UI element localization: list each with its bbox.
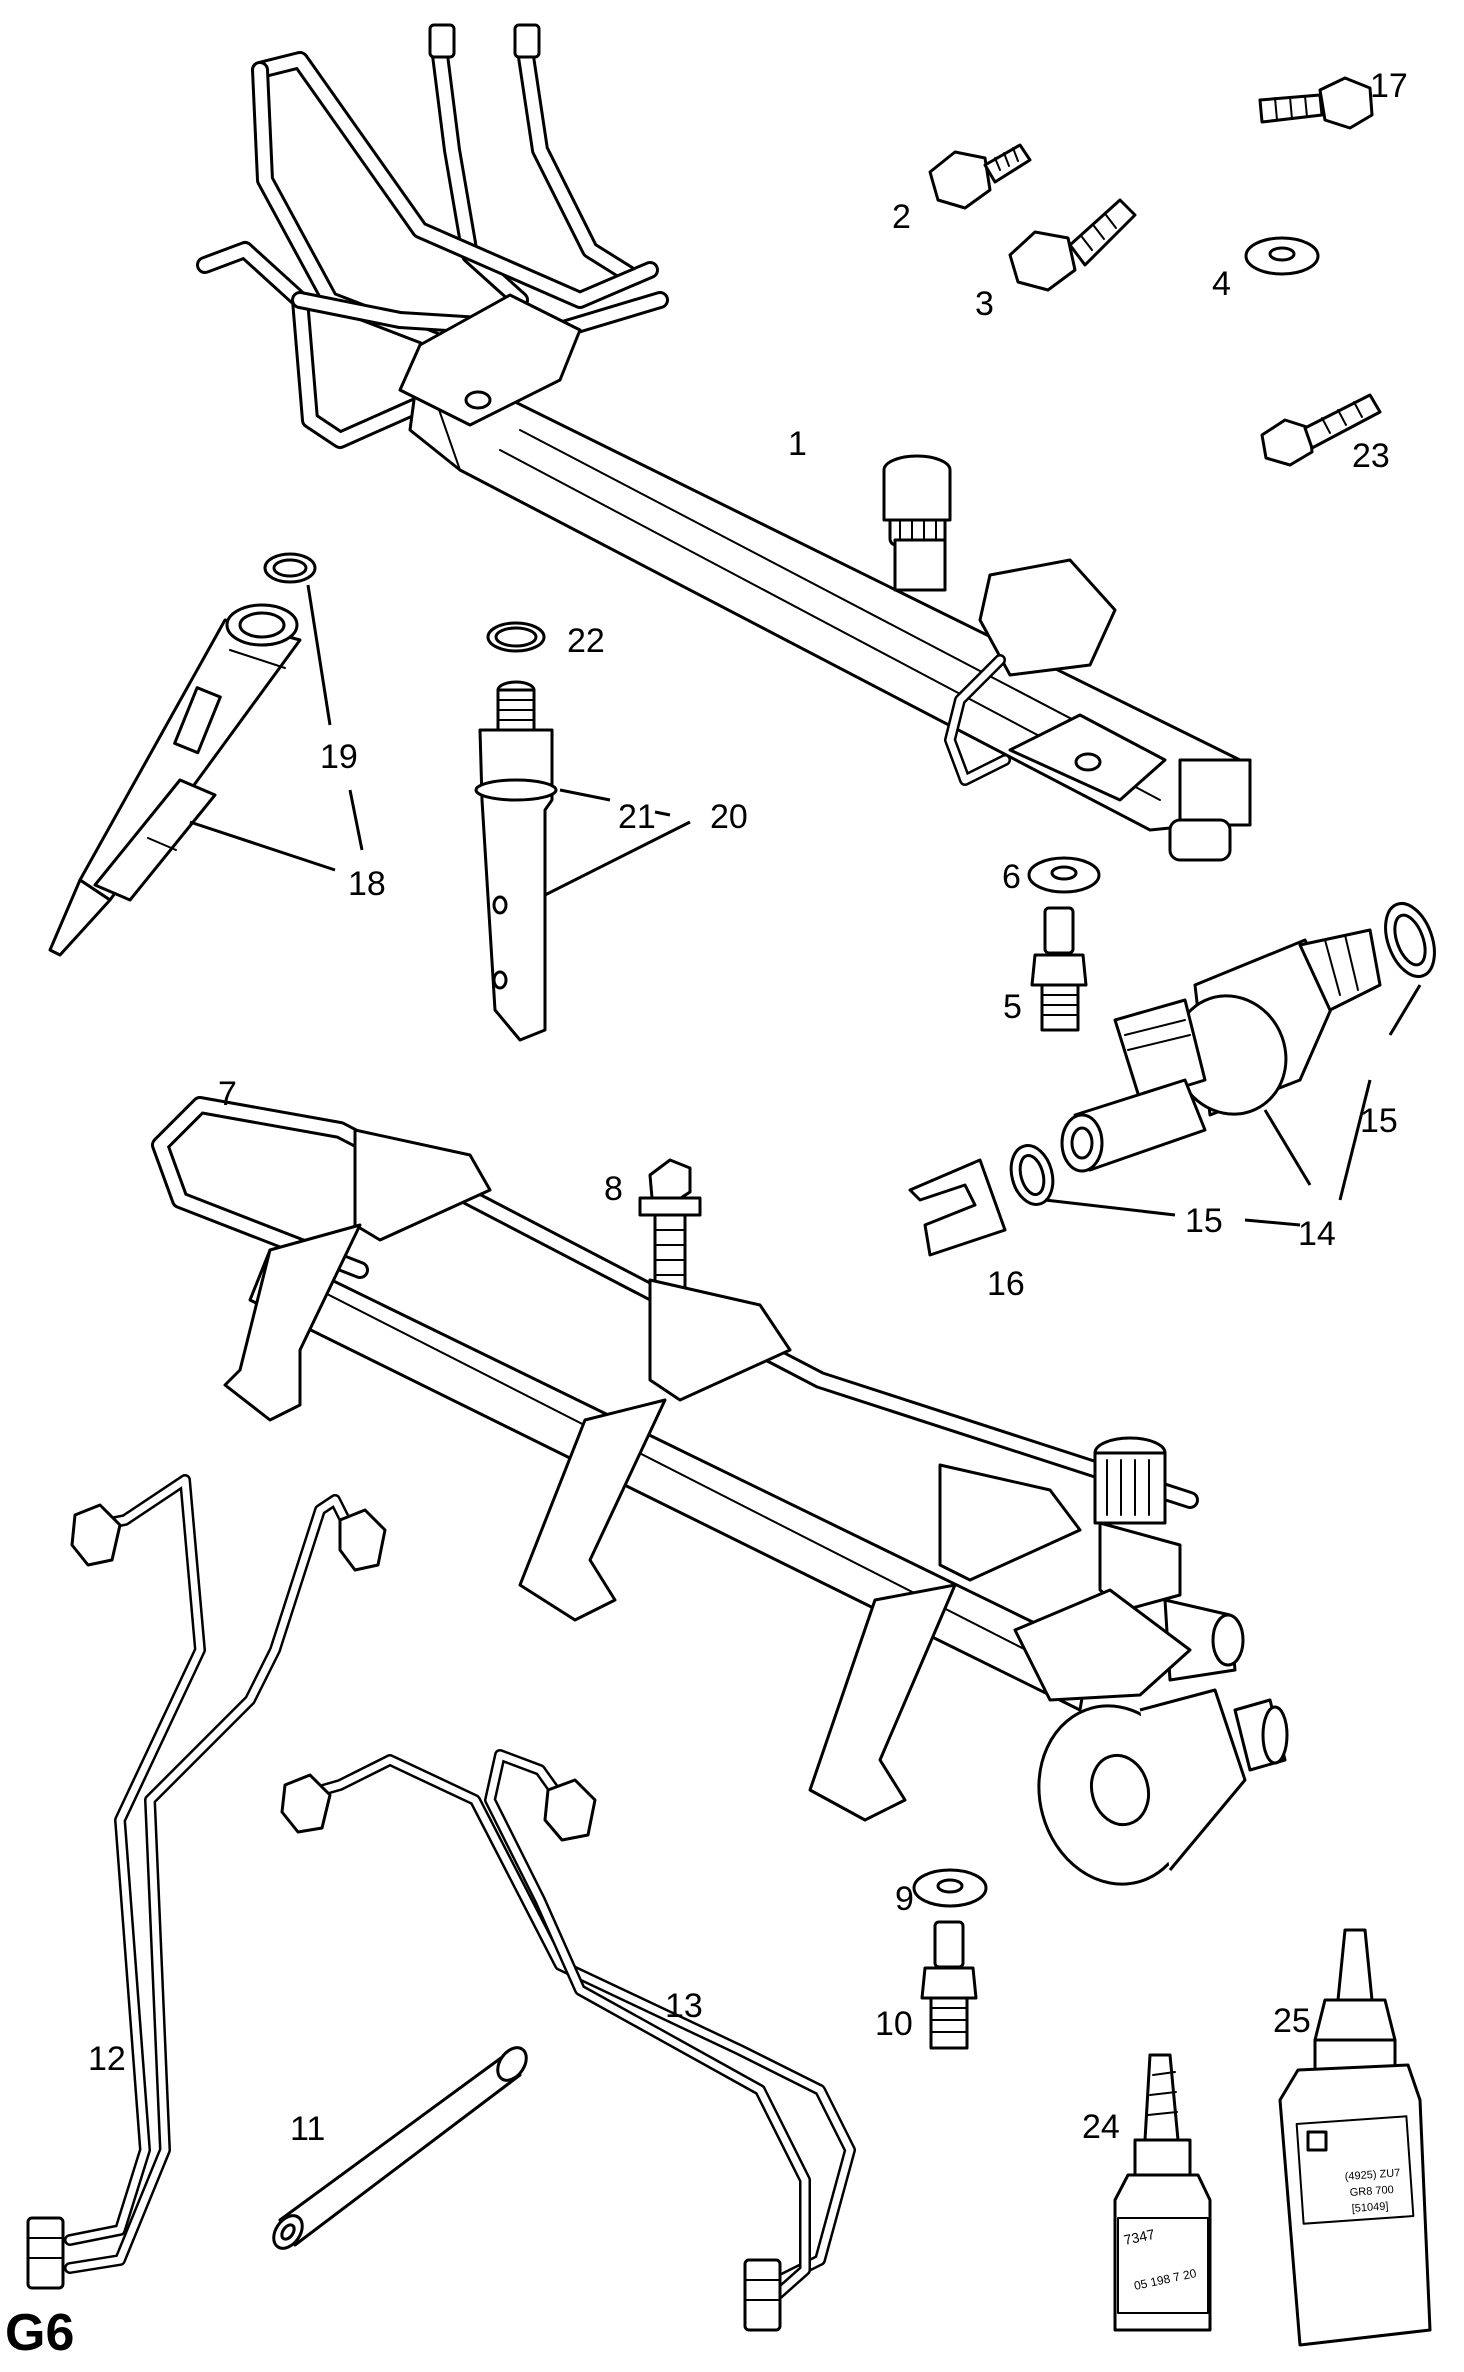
bolt-3 [1008, 198, 1137, 292]
callout-18: 18 [348, 865, 386, 903]
callouts: 1 2 3 4 5 6 7 8 9 10 11 12 13 14 15 15 1… [88, 67, 1408, 2148]
seal-22 [486, 621, 546, 653]
callout-17: 17 [1370, 67, 1408, 105]
callout-7: 7 [218, 1075, 237, 1113]
callout-24: 24 [1082, 2108, 1120, 2146]
washer-6 [1027, 856, 1101, 894]
injection-pipe-12 [26, 1474, 387, 2290]
rail-bracket-2 [518, 1278, 792, 1622]
callout-4: 4 [1212, 265, 1231, 303]
rail-bracket-3 [808, 1463, 1082, 1822]
hose-11 [272, 2046, 528, 2250]
diagram-sheet-code: G6 [5, 2304, 74, 2362]
washer-4 [1244, 236, 1320, 276]
fuel-rail-lower [151, 1096, 1289, 1886]
rail-pressure-valve-lower [1093, 1436, 1182, 1612]
callout-6: 6 [1002, 858, 1021, 896]
callout-8: 8 [604, 1170, 623, 1208]
rail-bracket-1 [223, 1128, 492, 1422]
fuel-return-tubes [196, 23, 669, 449]
injector-holder-20 [474, 680, 558, 1042]
seal-15-lower [1009, 1144, 1055, 1206]
callout-21: 21 [618, 798, 656, 836]
bolt-23 [1260, 393, 1382, 467]
callout-5: 5 [1003, 988, 1022, 1026]
rail-pressure-valve [882, 454, 952, 592]
leader-lines [189, 584, 1422, 1227]
callout-1: 1 [788, 425, 807, 463]
sealant-bottle-25: (4925) ZU7 GR8 700 [51049] [1278, 1928, 1432, 2347]
callout-11: 11 [290, 2110, 325, 2148]
callout-12: 12 [88, 2040, 126, 2078]
valve-10 [920, 1920, 978, 2050]
callout-16: 16 [987, 1265, 1025, 1303]
callout-20: 20 [710, 798, 748, 836]
clip-16 [908, 1158, 1007, 1257]
valve-5 [1030, 906, 1088, 1032]
callout-22: 22 [567, 622, 605, 660]
small-bottle-code: 7347 [1122, 2226, 1156, 2248]
rail-side-fitting [1163, 1598, 1245, 1682]
callout-3: 3 [975, 285, 994, 323]
callout-23: 23 [1352, 437, 1390, 475]
bolt-17 [1258, 76, 1374, 130]
seal-19 [263, 552, 317, 584]
injection-pipe-13 [280, 1749, 856, 2332]
large-bottle-line3: [51049] [1351, 2200, 1388, 2215]
callout-15-upper: 15 [1360, 1102, 1398, 1140]
callout-10: 10 [875, 2005, 913, 2043]
injector-18 [48, 603, 302, 957]
callout-13: 13 [665, 1987, 703, 2025]
bolt-2 [928, 143, 1032, 210]
callout-2: 2 [892, 198, 911, 236]
fuel-rail-upper [196, 23, 1252, 862]
callout-15-lower: 15 [1185, 1202, 1223, 1240]
callout-9: 9 [895, 1880, 914, 1918]
sealant-bottle-24: 7347 05 198 7 20 [1113, 2053, 1212, 2332]
washer-9 [912, 1868, 988, 1908]
large-bottle-line2: GR8 700 [1349, 2184, 1394, 2199]
callout-25: 25 [1273, 2002, 1311, 2040]
seal-15-upper [1384, 902, 1436, 978]
pressure-regulator [1037, 1688, 1289, 1886]
callout-14: 14 [1298, 1215, 1336, 1253]
bolt-8 [638, 1158, 702, 1292]
injector-14 [1060, 928, 1382, 1173]
large-bottle-line1: (4925) ZU7 [1344, 2167, 1400, 2183]
callout-19: 19 [320, 738, 358, 776]
